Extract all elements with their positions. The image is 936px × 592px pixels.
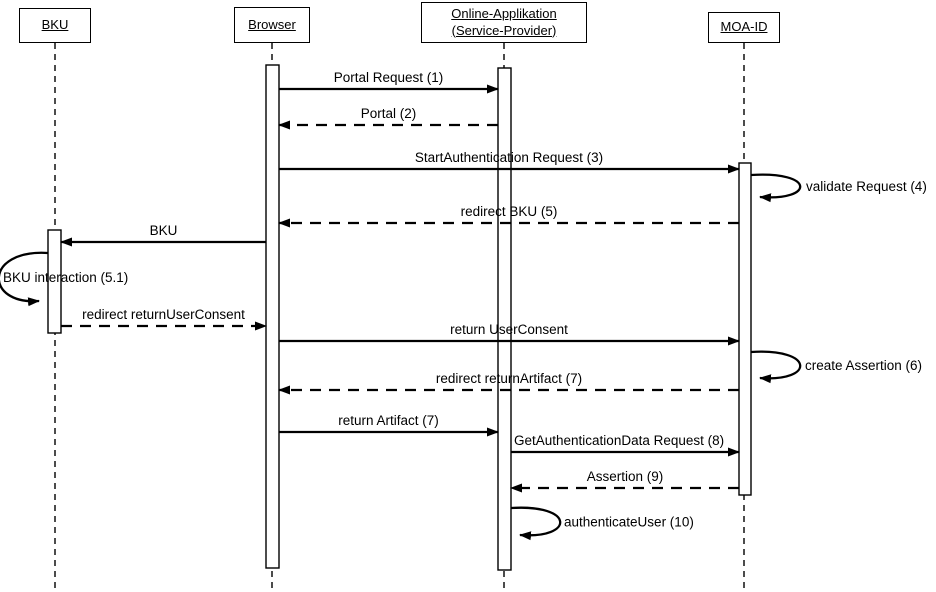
message-label-m13: GetAuthenticationData Request (8)	[514, 433, 724, 448]
message-label-m6: BKU	[150, 223, 178, 238]
activation-bar-onlineapp	[497, 67, 512, 571]
message-label-m3: StartAuthentication Request (3)	[415, 150, 603, 165]
message-label-m15: authenticateUser (10)	[564, 515, 694, 530]
actor-label-browser: Browser	[248, 16, 296, 32]
activation-bar-browser	[265, 64, 280, 569]
actor-label-bku: BKU	[41, 17, 69, 33]
actor-box-bku: BKU	[19, 8, 91, 43]
message-label-m2: Portal (2)	[361, 106, 417, 121]
actor-box-moaid: MOA-ID	[708, 12, 780, 43]
self-message-loop-m15	[510, 506, 562, 541]
self-message-loop-m4	[750, 173, 802, 203]
message-label-m12: return Artifact (7)	[338, 413, 439, 428]
message-label-m7: BKU interaction (5.1)	[3, 270, 128, 285]
message-label-m4: validate Request (4)	[806, 179, 927, 194]
activation-bar-moaid	[738, 162, 752, 496]
message-label-m14: Assertion (9)	[587, 469, 664, 484]
message-label-m11: redirect returnArtifact (7)	[436, 371, 582, 386]
activation-bar-bku	[47, 229, 62, 334]
message-label-m1: Portal Request (1)	[334, 70, 444, 85]
self-message-loop-m10	[750, 350, 802, 384]
actor-label-moaid: MOA-ID	[720, 19, 768, 35]
actor-label-onlineapp: Online-Applikation (Service-Provider)	[451, 5, 557, 38]
actor-box-browser: Browser	[234, 7, 310, 43]
message-label-m10: create Assertion (6)	[805, 358, 922, 373]
message-label-m5: redirect BKU (5)	[461, 204, 558, 219]
self-message-loop-m7	[0, 251, 49, 307]
actor-box-onlineapp: Online-Applikation (Service-Provider)	[421, 2, 587, 43]
message-label-m9: return UserConsent	[450, 322, 568, 337]
message-label-m8: redirect returnUserConsent	[82, 307, 245, 322]
